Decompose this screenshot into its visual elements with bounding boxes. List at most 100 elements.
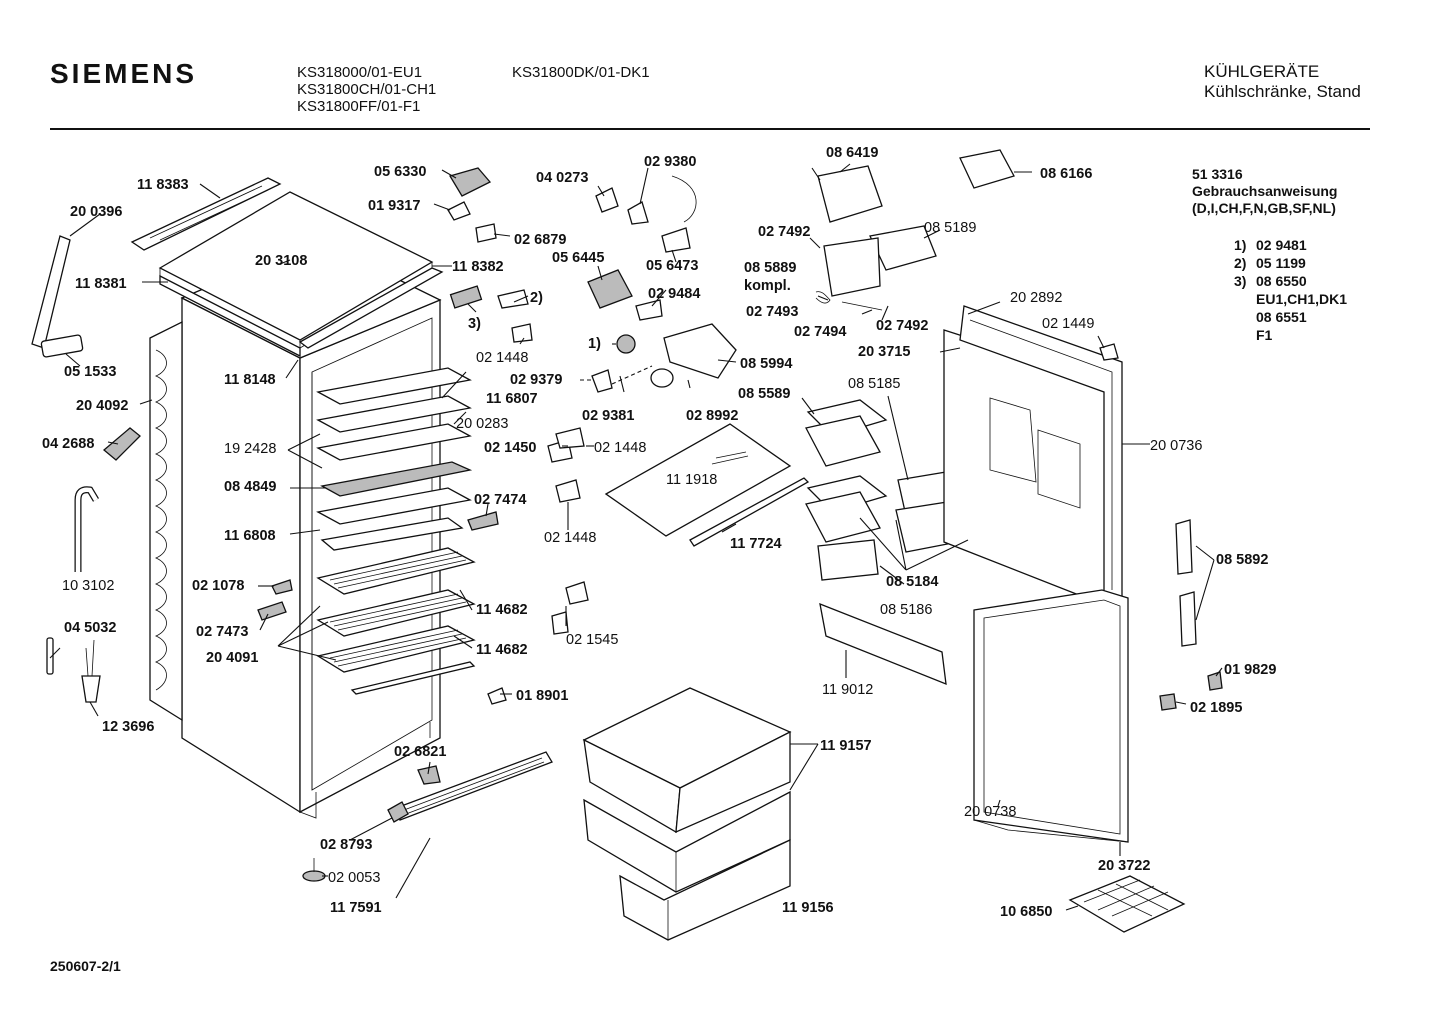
part-label: 02 7473: [196, 624, 248, 640]
model-number: KS318000/01-EU1: [297, 64, 423, 81]
guide-rail: [350, 661, 476, 695]
switch-part: [591, 369, 613, 393]
part-label: 02 7494: [794, 324, 846, 340]
part-label: 1): [588, 336, 601, 352]
bracket-part: [417, 765, 441, 785]
clip-part: [555, 427, 585, 449]
front-trim: [159, 274, 301, 358]
part-label: 02 1448: [476, 350, 528, 366]
side-rail: [298, 267, 444, 349]
part-label: 11 8381: [75, 276, 127, 292]
label-plate: [449, 285, 483, 309]
door-rack: [869, 225, 937, 271]
egg-tray-holder: [805, 491, 881, 543]
part-label: 3): [468, 316, 481, 332]
part-label: 08 5589: [738, 386, 790, 402]
part-label: 11 4682: [476, 642, 528, 658]
part-label: 08 5892: [1216, 552, 1268, 568]
box-lid: [959, 149, 1015, 189]
part-label: 02 8992: [686, 408, 738, 424]
part-label: 02 0053: [328, 870, 380, 886]
part-label: 02 1448: [594, 440, 646, 456]
part-label: 02 6821: [394, 744, 446, 760]
part-label: 02 8793: [320, 837, 372, 853]
brand-logo: SIEMENS: [50, 58, 198, 89]
footnote: F1: [1256, 327, 1273, 343]
part-label: 08 5189: [924, 220, 976, 236]
manual-title: Gebrauchsanweisung: [1192, 183, 1338, 199]
lamp-cover: [449, 167, 492, 197]
manual-part-no: 51 3316: [1192, 166, 1243, 182]
hinge-cover: [40, 334, 84, 358]
part-label: 19 2428: [224, 441, 276, 457]
relay-part: [661, 227, 691, 253]
socket-part: [475, 223, 497, 243]
footnote: 2)05 1199: [1234, 255, 1306, 271]
part-label: 04 2688: [42, 436, 94, 452]
drain-tube: [74, 486, 100, 572]
part-label: 2): [530, 290, 543, 306]
stopper-part: [487, 687, 507, 705]
screw-part: [271, 579, 293, 595]
part-label: 02 6879: [514, 232, 566, 248]
freezer-door: [943, 305, 1123, 609]
part-label: 08 5994: [740, 356, 792, 372]
part-label: 08 6166: [1040, 166, 1092, 182]
part-label: 08 6419: [826, 145, 878, 161]
part-label: 11 8383: [137, 177, 189, 193]
adjustable-foot: [302, 870, 326, 882]
part-label: 11 4682: [476, 602, 528, 618]
shelf-trim: [689, 477, 810, 547]
switch-part: [447, 201, 471, 221]
footnote: 1)02 9481: [1234, 237, 1307, 253]
thermostat-housing: [663, 323, 737, 379]
screw-part: [1099, 343, 1119, 361]
top-rail: [130, 177, 282, 251]
thermostat-knob: [650, 368, 674, 388]
model-list-2: KS31800DK/01-DK1: [512, 64, 650, 81]
screw-part: [1207, 671, 1223, 691]
model-number: KS31800DK/01-DK1: [512, 64, 650, 81]
footnote: 3)08 6550: [1234, 273, 1307, 289]
part-label: 04 5032: [64, 620, 116, 636]
clip-part: [565, 581, 589, 605]
clip-part: [257, 601, 287, 621]
butter-box: [817, 165, 883, 223]
part-label: 11 8148: [224, 372, 276, 388]
category-heading: KÜHLGERÄTE Kühlschränke, Stand: [1204, 62, 1361, 102]
part-label: 08 5184: [886, 574, 938, 590]
bracket-part: [635, 299, 663, 321]
part-label: 01 9829: [1224, 662, 1276, 678]
part-label: 02 1545: [566, 632, 618, 648]
part-label: 10 6850: [1000, 904, 1052, 920]
part-label: 20 0283: [456, 416, 508, 432]
butter-compartment: [823, 237, 881, 297]
part-label: 11 7724: [730, 536, 782, 552]
lamp-socket: [595, 187, 619, 213]
category-subtitle: Kühlschränke, Stand: [1204, 82, 1361, 101]
part-label: 08 5186: [880, 602, 932, 618]
part-label: 02 7493: [746, 304, 798, 320]
part-label: 11 9157: [820, 738, 872, 754]
crisper-drawers: [582, 687, 792, 941]
footnote: 08 6551: [1256, 309, 1307, 325]
bracket-part: [551, 611, 569, 635]
part-label: 08 5889: [744, 260, 796, 276]
model-number: KS31800CH/01-CH1: [297, 81, 437, 98]
header-divider: [50, 128, 1370, 130]
part-label: 20 2892: [1010, 290, 1062, 306]
condenser: [149, 320, 183, 722]
egg-tray-holder: [805, 415, 881, 467]
part-label: 02 9379: [510, 372, 562, 388]
drawing-number: 250607-2/1: [50, 958, 121, 974]
sensor-rod: [46, 637, 54, 675]
part-label: 20 4091: [206, 650, 258, 666]
part-label: 02 1448: [544, 530, 596, 546]
leader-lines: [49, 163, 1223, 911]
fridge-door: [973, 589, 1129, 843]
part-label: 02 7492: [876, 318, 928, 334]
part-label: 01 9317: [368, 198, 420, 214]
part-label: 11 6807: [486, 391, 538, 407]
part-label: 20 0396: [70, 204, 122, 220]
